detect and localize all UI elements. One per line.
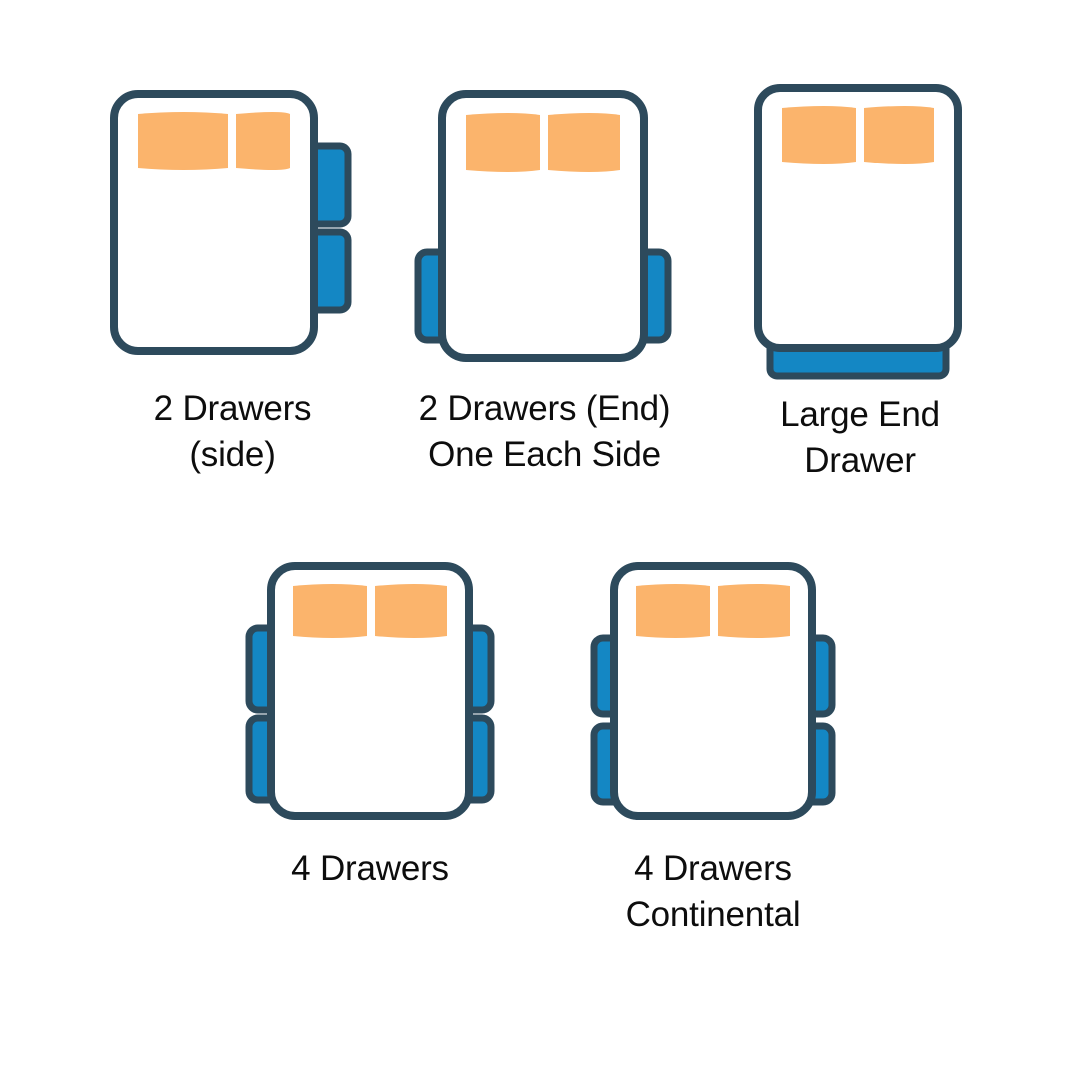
caption-large-end-drawer: Large End Drawer xyxy=(780,395,940,481)
bed-option-large-end-drawer[interactable]: Large End Drawer xyxy=(752,82,964,480)
pillow-left xyxy=(466,113,540,172)
pillow-right xyxy=(236,112,290,170)
bed-option-four-drawers-continental[interactable]: 4 Drawers Continental xyxy=(590,560,836,934)
bed-option-two-drawers-side[interactable]: 2 Drawers (side) xyxy=(108,88,358,474)
caption-two-drawers-end: 2 Drawers (End) One Each Side xyxy=(418,389,671,475)
bed-diagram-four-drawers-continental xyxy=(590,562,836,820)
bed-diagram-four-drawers xyxy=(245,562,495,820)
bed-diagram-two-drawers-side xyxy=(110,90,352,355)
bed-option-two-drawers-end[interactable]: 2 Drawers (End) One Each Side xyxy=(412,88,674,474)
caption-two-drawers-side: 2 Drawers (side) xyxy=(153,389,312,475)
pillow-left xyxy=(636,584,710,638)
pillow-left xyxy=(782,106,856,164)
bed-diagram-two-drawers-end xyxy=(414,90,672,362)
bed-option-four-drawers[interactable]: 4 Drawers xyxy=(245,560,495,888)
pillow-right xyxy=(864,106,934,164)
pillow-left xyxy=(138,112,228,170)
pillow-right xyxy=(718,584,790,638)
pillow-left xyxy=(293,584,367,638)
bed-diagram-large-end-drawer xyxy=(754,84,962,380)
caption-four-drawers-continental: 4 Drawers Continental xyxy=(625,849,801,935)
pillow-right xyxy=(548,113,620,172)
caption-four-drawers: 4 Drawers xyxy=(291,849,449,888)
pillow-right xyxy=(375,584,447,638)
